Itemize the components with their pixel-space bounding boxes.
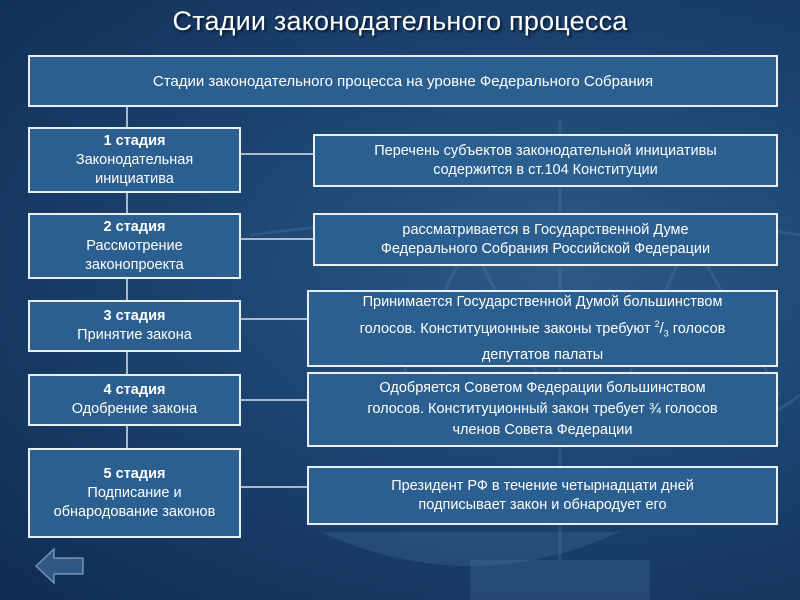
description-line: подписывает закон и обнародует его [418, 496, 667, 513]
description-line: Одобряется Советом Федерации большинство… [379, 380, 706, 396]
stage-name-line: Принятие закона [77, 327, 192, 343]
slide-title: Стадии законодательного процесса [172, 6, 628, 36]
description-box-1: Перечень субъектов законодательной иници… [313, 134, 778, 187]
stage-number: 1 стадия [103, 132, 166, 149]
fraction-denominator: 3 [663, 328, 669, 339]
stage-number: 2 стадия [103, 218, 166, 235]
stage-name-line: инициатива [95, 170, 174, 187]
back-arrow-icon[interactable] [34, 546, 86, 586]
stage-box-2: 2 стадия Рассмотрение законопроекта [28, 213, 241, 279]
fraction-numerator: 2 [654, 318, 660, 329]
stage-name-line: Законодательная [75, 151, 194, 168]
stage-name-line: Подписание и [87, 484, 182, 501]
header-box: Стадии законодательного процесса на уров… [28, 55, 778, 107]
stage-name-line: законопроекта [85, 256, 184, 273]
description-line: депутатов палаты [481, 347, 604, 364]
stage-name-line: Одобрение закона [71, 401, 198, 417]
description-line: голосов. Конституционные законы требуют … [359, 318, 726, 339]
description-box-4: Одобряется Советом Федерации большинство… [307, 372, 778, 447]
stage-number: 4 стадия [103, 382, 166, 398]
stage-name-line: Рассмотрение [86, 237, 183, 254]
description-line: Федерального Собрания Российской Федерац… [380, 240, 711, 257]
stage-number: 5 стадия [103, 465, 166, 482]
description-line: Перечень субъектов законодательной иници… [374, 142, 717, 159]
stage-number: 3 стадия [103, 308, 166, 324]
description-box-5: Президент РФ в течение четырнадцати дней… [307, 466, 778, 525]
description-text: голосов [668, 320, 726, 337]
stage-box-5: 5 стадия Подписание и обнародование зако… [28, 448, 241, 538]
description-box-2: рассматривается в Государственной Думе Ф… [313, 213, 778, 266]
description-line: голосов. Конституционный закон требует ¾… [367, 401, 718, 417]
stage-box-4: 4 стадия Одобрение закона [28, 374, 241, 426]
stage-name-line: обнародование законов [53, 503, 216, 520]
header-text: Стадии законодательного процесса на уров… [152, 72, 654, 90]
stage-box-3: 3 стадия Принятие закона [28, 300, 241, 352]
description-text: голосов. Конституционные законы требуют [359, 320, 655, 337]
description-line: членов Совета Федерации [452, 422, 633, 438]
stage-box-1: 1 стадия Законодательная инициатива [28, 127, 241, 193]
description-line: Президент РФ в течение четырнадцати дней [391, 477, 694, 494]
description-line: рассматривается в Государственной Думе [402, 221, 689, 238]
description-box-3: Принимается Государственной Думой больши… [307, 290, 778, 367]
description-line: Принимается Государственной Думой больши… [362, 293, 723, 310]
description-line: содержится в ст.104 Конституции [433, 161, 658, 178]
